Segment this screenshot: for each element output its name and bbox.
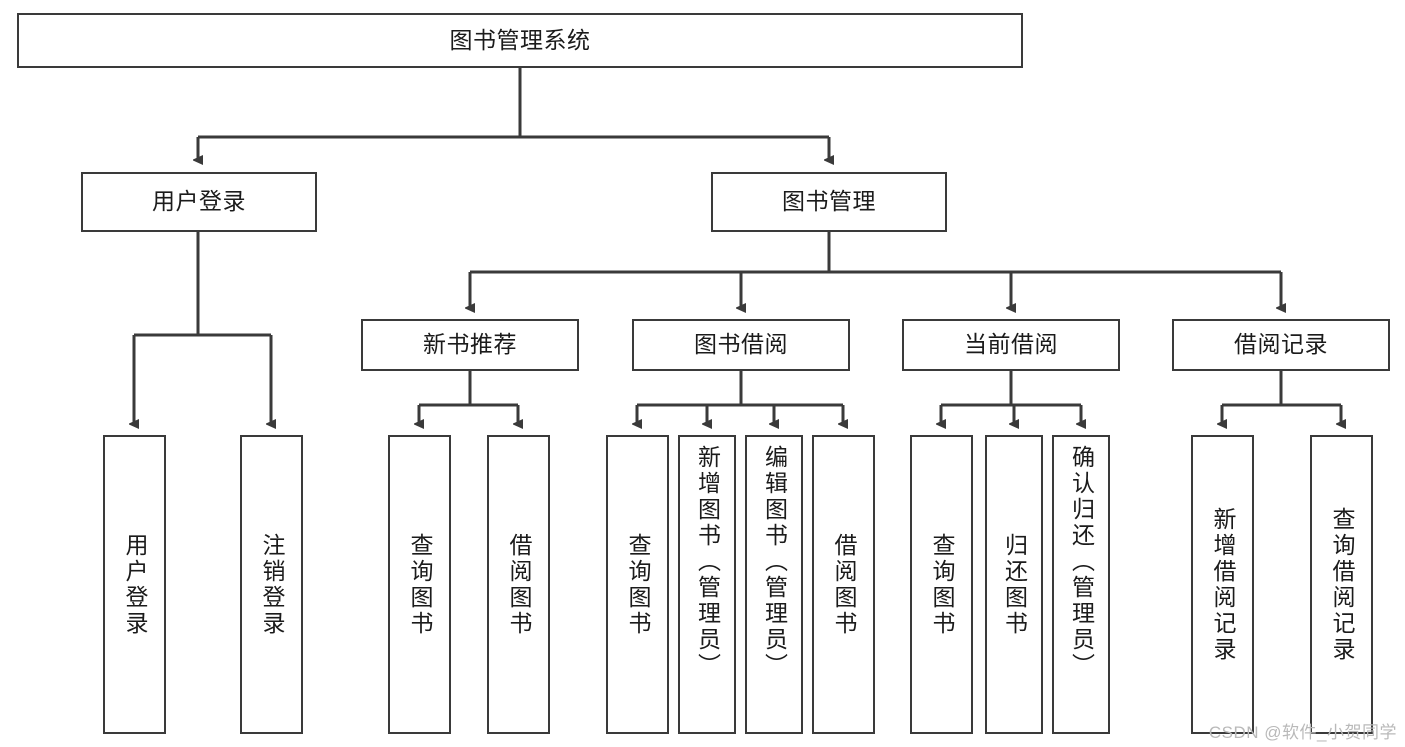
leaf-bb-add-book[interactable]: 新增图书（管理员） xyxy=(678,435,736,734)
node-label: 新书推荐 xyxy=(423,331,517,358)
node-label: 注销登录 xyxy=(259,532,285,637)
leaf-cb-query-book[interactable]: 查询图书 xyxy=(910,435,973,734)
leaf-bb-borrow-book[interactable]: 借阅图书 xyxy=(812,435,875,734)
node-label: 图书管理系统 xyxy=(449,26,591,53)
node-label: 确认归还（管理员） xyxy=(1068,445,1095,679)
csdn-watermark: CSDN @软件_小贺同学 xyxy=(1208,723,1397,742)
leaf-cb-confirm-return[interactable]: 确认归还（管理员） xyxy=(1052,435,1110,734)
node-book-borrow[interactable]: 图书借阅 xyxy=(632,319,850,371)
leaf-user-login[interactable]: 用户登录 xyxy=(103,435,166,734)
node-label: 新增图书（管理员） xyxy=(694,445,721,679)
leaf-cb-return-book[interactable]: 归还图书 xyxy=(985,435,1043,734)
node-label: 用户登录 xyxy=(122,532,148,637)
node-user-login[interactable]: 用户登录 xyxy=(81,172,317,232)
leaf-br-query-record[interactable]: 查询借阅记录 xyxy=(1310,435,1373,734)
node-label: 查询图书 xyxy=(929,532,955,637)
node-label: 当前借阅 xyxy=(964,331,1058,358)
node-label: 查询图书 xyxy=(407,532,433,637)
node-root-book-management-system[interactable]: 图书管理系统 xyxy=(17,13,1023,68)
node-label: 查询借阅记录 xyxy=(1329,506,1355,663)
node-label: 借阅图书 xyxy=(831,532,857,637)
node-current-borrow[interactable]: 当前借阅 xyxy=(902,319,1120,371)
leaf-bb-query-book[interactable]: 查询图书 xyxy=(606,435,669,734)
node-label: 查询图书 xyxy=(625,532,651,637)
leaf-br-add-record[interactable]: 新增借阅记录 xyxy=(1191,435,1254,734)
node-label: 新增借阅记录 xyxy=(1210,506,1236,663)
leaf-nbr-borrow-book[interactable]: 借阅图书 xyxy=(487,435,550,734)
node-borrow-record[interactable]: 借阅记录 xyxy=(1172,319,1390,371)
node-label: 图书管理 xyxy=(782,188,876,215)
node-label: 图书借阅 xyxy=(694,331,788,358)
node-label: 借阅记录 xyxy=(1234,331,1328,358)
leaf-user-logout[interactable]: 注销登录 xyxy=(240,435,303,734)
node-label: 用户登录 xyxy=(152,188,246,215)
node-label: 编辑图书（管理员） xyxy=(761,445,788,679)
leaf-bb-edit-book[interactable]: 编辑图书（管理员） xyxy=(745,435,803,734)
node-book-management[interactable]: 图书管理 xyxy=(711,172,947,232)
leaf-nbr-query-book[interactable]: 查询图书 xyxy=(388,435,451,734)
node-label: 归还图书 xyxy=(1001,532,1028,637)
node-new-book-recommend[interactable]: 新书推荐 xyxy=(361,319,579,371)
node-label: 借阅图书 xyxy=(506,532,532,637)
